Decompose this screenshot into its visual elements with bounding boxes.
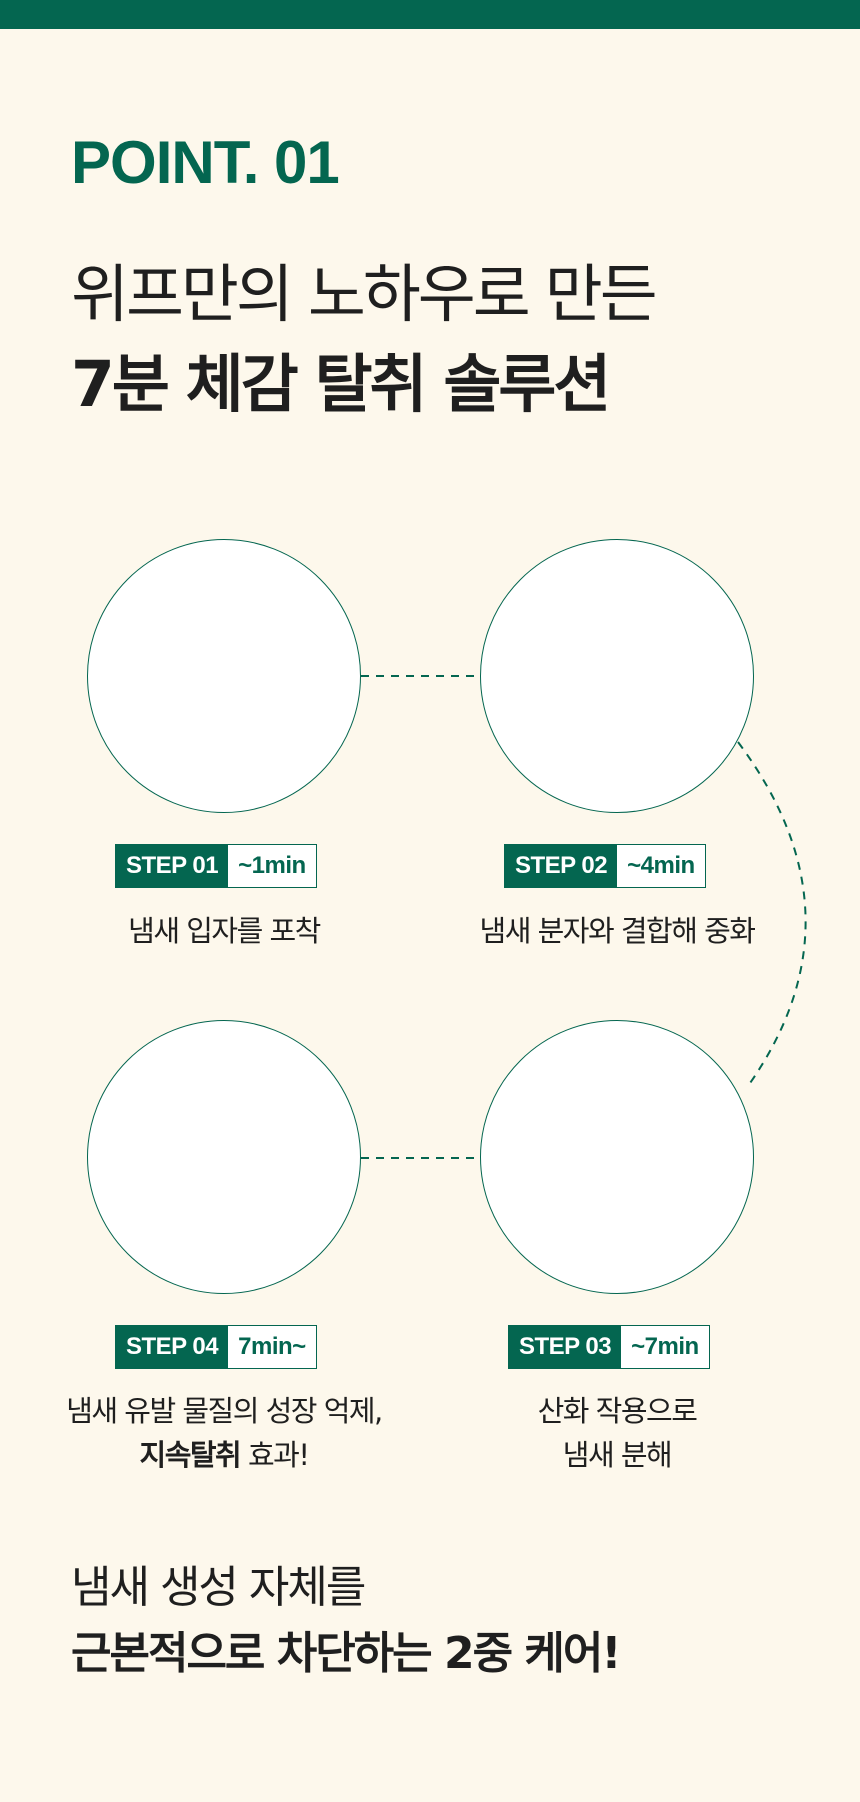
step-04-badge: STEP 04 7min~ [115, 1325, 317, 1369]
step-02-label: STEP 02 [505, 845, 618, 887]
step-01-description: 냄새 입자를 포착 [74, 909, 374, 953]
footer-line-1: 냄새 생성 자체를 [71, 1562, 366, 1613]
step-03-time: ~7min [621, 1326, 709, 1368]
step-01-badge: STEP 01 ~1min [115, 844, 317, 888]
step-03-description: 산화 작용으로 냄새 분해 [467, 1389, 767, 1477]
step-03-desc-line-1: 산화 작용으로 [537, 1394, 698, 1428]
step-04-desc-bold: 지속탈취 [139, 1438, 242, 1472]
headline-line-2: 7분 체감 탈취 솔루션 [71, 348, 611, 421]
headline-line-1: 위프만의 노하우로 만든 [71, 258, 658, 331]
step-04-description: 냄새 유발 물질의 성장 억제, 지속탈취 효과! [44, 1389, 404, 1477]
step-03-label: STEP 03 [509, 1326, 622, 1368]
step-02-badge: STEP 02 ~4min [504, 844, 706, 888]
point-label: POINT. 01 [71, 129, 340, 196]
step-03-desc-line-2: 냄새 분해 [562, 1438, 673, 1472]
top-accent-bar [0, 0, 860, 29]
step-01-time: ~1min [228, 845, 316, 887]
step-02-image-circle [480, 539, 754, 813]
step-04-desc-rest: 효과! [240, 1438, 310, 1472]
step-03-badge: STEP 03 ~7min [508, 1325, 710, 1369]
step-01-image-circle [87, 539, 361, 813]
step-01-label: STEP 01 [116, 845, 229, 887]
step-04-desc-line-1: 냄새 유발 물질의 성장 억제, [66, 1394, 383, 1428]
step-04-image-circle [87, 1020, 361, 1294]
step-01-desc-line: 냄새 입자를 포착 [128, 914, 321, 948]
footer-line-2: 근본적으로 차단하는 2중 케어! [71, 1628, 621, 1679]
step-04-desc-line-2: 지속탈취 효과! [44, 1433, 404, 1477]
step-02-desc-line: 냄새 분자와 결합해 중화 [479, 914, 756, 948]
step-04-time: 7min~ [228, 1326, 316, 1368]
headline: 위프만의 노하우로 만든 7분 체감 탈취 솔루션 [71, 250, 658, 430]
connector-step2-step3 [737, 741, 807, 1087]
step-04-label: STEP 04 [116, 1326, 229, 1368]
step-02-description: 냄새 분자와 결합해 중화 [447, 909, 787, 953]
footer-summary: 냄새 생성 자체를 근본적으로 차단하는 2중 케어! [71, 1555, 621, 1687]
step-03-image-circle [480, 1020, 754, 1294]
step-02-time: ~4min [617, 845, 705, 887]
